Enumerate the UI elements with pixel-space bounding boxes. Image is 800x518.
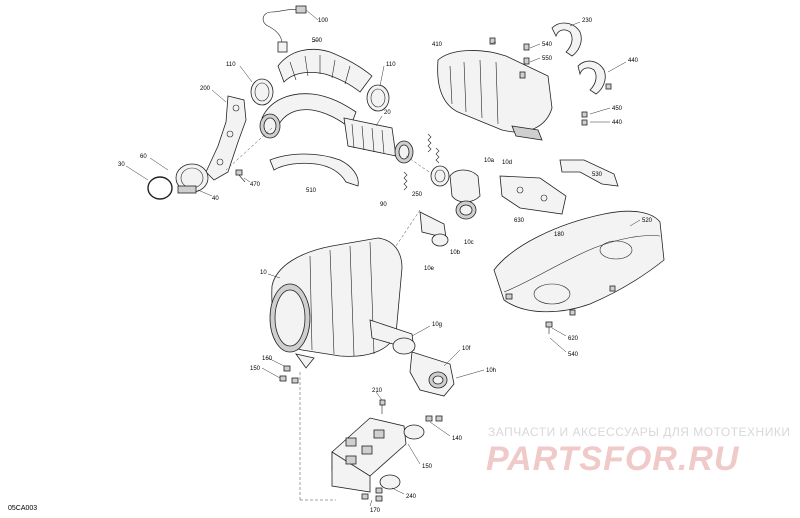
mount-bolts[interactable]: [379, 399, 443, 422]
rubber-mounts[interactable]: [361, 424, 425, 502]
callout-150-bottom: 150: [422, 464, 433, 470]
callout-540-bottom: 540: [568, 352, 579, 358]
outlet-flange[interactable]: [409, 351, 455, 397]
callout-410: 410: [432, 42, 443, 48]
header-heat-shield[interactable]: [277, 49, 373, 93]
callout-180: 180: [554, 232, 565, 238]
callout-10e: 10e: [424, 266, 435, 272]
callout-150-left: 150: [250, 366, 261, 372]
callout-550: 550: [542, 56, 553, 62]
shield-bolts[interactable]: [505, 285, 616, 334]
assembly-guides: [225, 127, 433, 501]
callout-10b: 10b: [450, 250, 461, 256]
rear-muffler[interactable]: [437, 50, 553, 141]
clamp-left[interactable]: [250, 78, 274, 106]
main-muffler[interactable]: [269, 237, 403, 369]
outlet-pipe[interactable]: [369, 319, 416, 355]
exhaust-clamp[interactable]: [175, 163, 209, 194]
callout-10a: 10a: [484, 158, 495, 164]
callout-450: 450: [612, 106, 623, 112]
bracket[interactable]: [205, 95, 247, 181]
mounting-plate[interactable]: [499, 175, 567, 215]
callout-60: 60: [140, 154, 147, 160]
bolt[interactable]: [235, 169, 246, 183]
callout-200: 200: [200, 86, 211, 92]
callout-170: 170: [370, 508, 381, 514]
callout-240: 240: [406, 494, 417, 500]
callout-100: 100: [318, 18, 329, 24]
oxygen-sensor[interactable]: [262, 5, 319, 53]
springs[interactable]: [403, 133, 440, 191]
callout-160: 160: [262, 356, 273, 362]
muffler-mount-bracket[interactable]: [331, 417, 407, 493]
callout-30: 30: [118, 162, 125, 168]
pipe-sleeve[interactable]: [419, 211, 449, 247]
callout-10g: 10g: [432, 322, 442, 328]
callout-510: 510: [306, 188, 317, 194]
callout-440-top: 440: [628, 58, 639, 64]
watermark: ЗАПЧАСТИ И АКСЕССУАРЫ ДЛЯ МОТОТЕХНИКИ PA…: [486, 425, 790, 478]
watermark-tagline: ЗАПЧАСТИ И АКСЕССУАРЫ ДЛЯ МОТОТЕХНИКИ: [488, 425, 790, 439]
clamp-right[interactable]: [366, 84, 390, 112]
flange-adapter[interactable]: [430, 165, 481, 220]
fastener-set[interactable]: [489, 37, 612, 126]
callout-540-top: 540: [542, 42, 553, 48]
muffler-bracket-lower[interactable]: [577, 60, 606, 95]
callout-210: 210: [372, 388, 383, 394]
callout-110-right: 110: [386, 62, 396, 68]
callout-110-left: 110: [226, 62, 236, 68]
callout-140: 140: [452, 436, 463, 442]
large-heat-shield[interactable]: [493, 210, 665, 313]
diagram-code: 05CA003: [8, 505, 37, 512]
muffler-bracket-upper[interactable]: [551, 22, 582, 57]
callout-500: 500: [312, 38, 323, 44]
gasket-ring[interactable]: [147, 176, 173, 200]
callout-620: 620: [568, 336, 579, 342]
callout-90: 90: [380, 202, 387, 208]
callout-440-bottom: 440: [612, 120, 623, 126]
callouts: 100 500 110 110 200 20 60 30 40 470 510 …: [118, 18, 653, 514]
callout-40: 40: [212, 196, 219, 202]
lower-heat-shield[interactable]: [269, 153, 359, 187]
callout-470: 470: [250, 182, 261, 188]
callout-530: 530: [592, 172, 603, 178]
exhaust-pipe-bend[interactable]: [259, 93, 357, 139]
callout-10c: 10c: [464, 240, 474, 246]
catalytic-converter[interactable]: [343, 117, 414, 164]
leader-lines: [125, 21, 641, 507]
callout-10h: 10h: [486, 368, 496, 374]
watermark-brand: PARTSFOR.RU: [486, 440, 740, 478]
callout-250: 250: [412, 192, 423, 198]
callout-230: 230: [582, 18, 593, 24]
muffler-support-bracket[interactable]: [559, 159, 619, 187]
callout-630: 630: [514, 218, 525, 224]
callout-520: 520: [642, 218, 653, 224]
callout-10d: 10d: [502, 160, 512, 166]
callout-10f: 10f: [462, 346, 471, 352]
callout-20: 20: [384, 110, 391, 116]
muffler-fasteners[interactable]: [279, 365, 299, 384]
callout-10: 10: [260, 270, 267, 276]
